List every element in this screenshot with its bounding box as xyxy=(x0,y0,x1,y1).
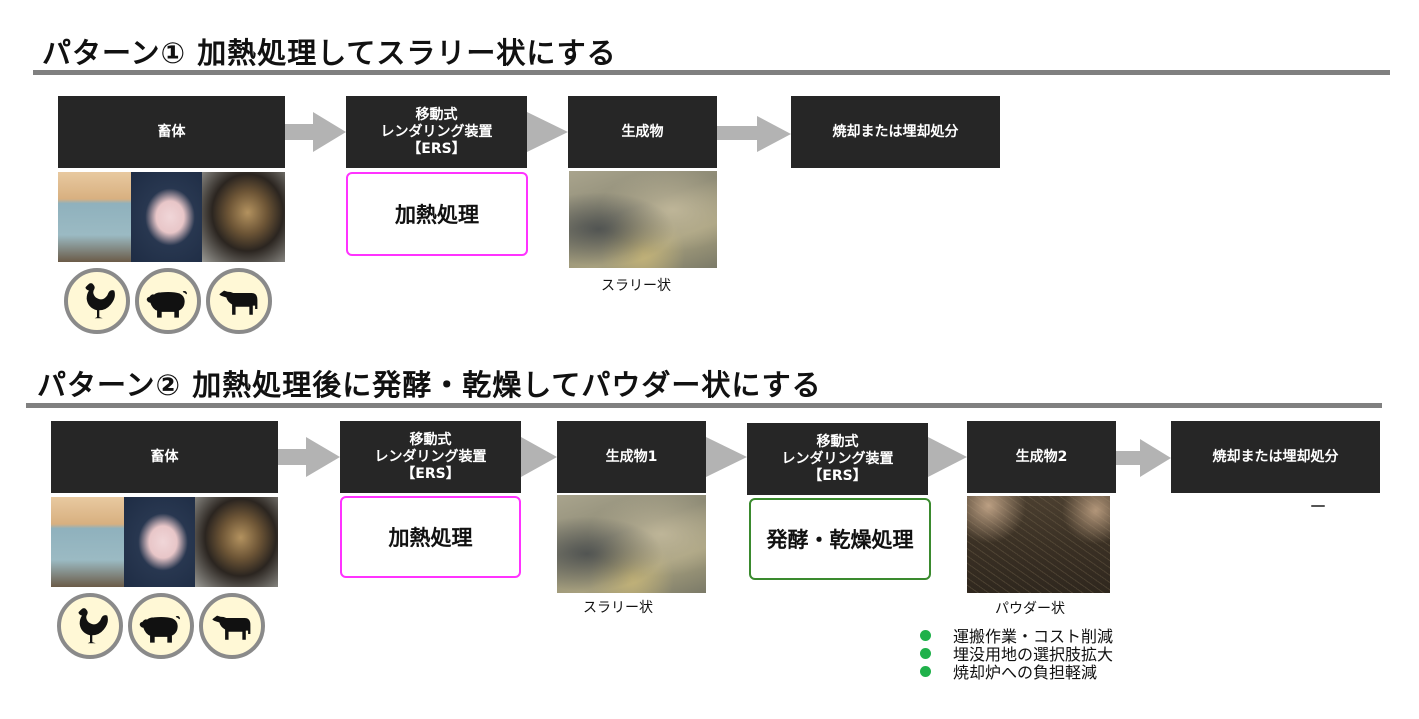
p2-ers1-line2: レンダリング装置 xyxy=(374,448,487,465)
p2-slurry-photo xyxy=(557,495,706,593)
p2-carcass-label: 畜体 xyxy=(150,448,179,465)
pig-icon xyxy=(128,593,194,659)
p2-product1-caption: スラリー状 xyxy=(583,600,653,616)
benefit-item: 運搬作業・コスト削減 xyxy=(920,626,1114,646)
p2-product2-caption: パウダー状 xyxy=(995,601,1065,617)
p2-product2-box: 生成物2 xyxy=(967,421,1116,493)
p1-slurry-photo xyxy=(569,171,717,268)
p1-heat-process-label: 加熱処理 xyxy=(395,203,479,227)
cow-icon xyxy=(199,593,265,659)
chicken-carcass-photo xyxy=(58,172,131,262)
arrow-right-icon xyxy=(706,437,747,477)
p1-carcass-label: 畜体 xyxy=(157,123,186,140)
chicken-icon xyxy=(57,593,123,659)
pig-carcass-photo xyxy=(124,497,195,587)
p1-carcass-photos xyxy=(58,172,285,262)
p2-ers2-line2: レンダリング装置 xyxy=(781,450,894,467)
p2-heat-process-box: 加熱処理 xyxy=(340,496,521,578)
chicken-icon xyxy=(64,268,130,334)
arrow-right-icon xyxy=(717,116,791,152)
arrow-right-icon xyxy=(278,437,340,477)
p1-product-label: 生成物 xyxy=(621,123,664,140)
p1-disposal-label: 焼却または埋却処分 xyxy=(832,123,959,140)
p2-ferment-dry-process-label: 発酵・乾燥処理 xyxy=(766,528,914,552)
arrow-right-icon xyxy=(928,437,967,477)
p1-ers-box: 移動式 レンダリング装置 【ERS】 xyxy=(346,96,527,168)
p1-ers-line2: レンダリング装置 xyxy=(380,123,493,140)
p1-product-box: 生成物 xyxy=(568,96,717,168)
p2-product2-label: 生成物2 xyxy=(1015,448,1068,465)
p1-carcass-box: 畜体 xyxy=(58,96,285,168)
p2-ers1-line3: 【ERS】 xyxy=(401,465,460,482)
pig-icon xyxy=(135,268,201,334)
p2-ers2-box: 移動式 レンダリング装置 【ERS】 xyxy=(747,423,928,495)
chicken-carcass-photo xyxy=(51,497,124,587)
bullet-dot-icon xyxy=(920,647,931,659)
p2-ers2-line3: 【ERS】 xyxy=(808,467,867,484)
p2-ferment-dry-process-box: 発酵・乾燥処理 xyxy=(749,498,931,580)
p2-carcass-photos xyxy=(51,497,278,587)
benefit-text: 運搬作業・コスト削減 xyxy=(953,627,1114,646)
p1-product-caption: スラリー状 xyxy=(601,278,671,294)
p2-carcass-box: 畜体 xyxy=(51,421,278,493)
p2-heat-process-label: 加熱処理 xyxy=(388,526,473,550)
p2-ers1-box: 移動式 レンダリング装置 【ERS】 xyxy=(340,421,521,493)
bullet-dot-icon xyxy=(920,665,931,677)
bullet-dot-icon xyxy=(920,629,931,641)
pattern2-title: パターン② 加熱処理後に発酵・乾燥してパウダー状にする xyxy=(37,368,822,402)
p2-ers2-line1: 移動式 xyxy=(816,433,859,450)
p1-disposal-box: 焼却または埋却処分 xyxy=(791,96,1000,168)
arrow-right-icon xyxy=(1116,439,1171,477)
p2-ers1-line1: 移動式 xyxy=(409,431,452,448)
p2-product1-box: 生成物1 xyxy=(557,421,706,493)
p2-product1-label: 生成物1 xyxy=(605,448,658,465)
p1-heat-process-box: 加熱処理 xyxy=(346,172,528,256)
arrow-right-icon xyxy=(285,112,346,152)
cow-icon xyxy=(206,268,272,334)
pattern1-divider xyxy=(33,70,1390,75)
pattern1-title: パターン① 加熱処理してスラリー状にする xyxy=(42,36,617,70)
p1-ers-line3: 【ERS】 xyxy=(407,140,466,157)
cow-carcass-photo xyxy=(195,497,278,587)
p2-powder-photo xyxy=(967,496,1110,593)
decorative-dash xyxy=(1311,505,1325,507)
benefit-text: 焼却炉への負担軽減 xyxy=(953,663,1098,682)
arrow-right-icon xyxy=(521,437,557,477)
p1-ers-line1: 移動式 xyxy=(415,106,458,123)
cow-carcass-photo xyxy=(202,172,285,262)
pattern2-divider xyxy=(26,403,1382,408)
pig-carcass-photo xyxy=(131,172,202,262)
benefit-item: 焼却炉への負担軽減 xyxy=(920,662,1113,682)
benefits-list: 運搬作業・コスト削減 埋没用地の選択肢拡大 焼却炉への負担軽減 xyxy=(920,626,1114,682)
benefit-item: 埋没用地の選択肢拡大 xyxy=(920,644,1114,664)
p2-disposal-label: 焼却または埋却処分 xyxy=(1212,448,1339,465)
benefit-text: 埋没用地の選択肢拡大 xyxy=(953,645,1114,664)
arrow-right-icon xyxy=(527,112,568,152)
p2-disposal-box: 焼却または埋却処分 xyxy=(1171,421,1380,493)
